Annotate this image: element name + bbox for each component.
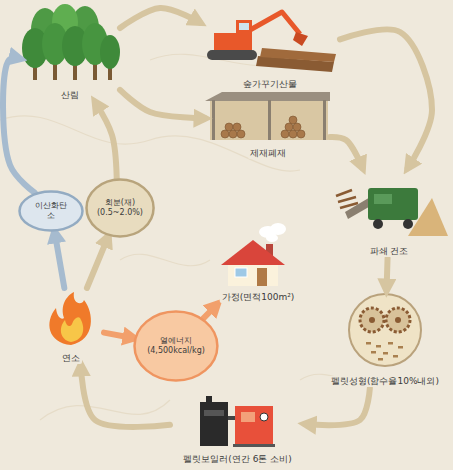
co2-circle: 이산화탄소: [18, 190, 84, 232]
boiler-node: 펠릿보일러(연간 6톤 소비): [170, 392, 305, 466]
thinning-node: 숲가꾸기산물: [200, 5, 340, 91]
combustion-node: 연소: [38, 288, 104, 365]
flow-arrow: [55, 232, 65, 288]
flow-arrow: [203, 304, 217, 318]
text-holder: 펠릿성형(함수율10%내외): [329, 376, 441, 387]
sawmill-node: 제재폐재: [205, 91, 330, 160]
house-node: 가정(면적100m²): [212, 222, 304, 304]
pellet-press-illustration: [349, 294, 421, 366]
excavator-illustration: [207, 12, 336, 72]
background-swirls: [0, 54, 400, 420]
text-holder: 제재폐재: [248, 148, 288, 159]
circle-label: 열에너지 (4,500kcal/kg): [147, 336, 205, 355]
flow-arrow: [120, 8, 200, 28]
flow-arrow: [3, 58, 35, 193]
ash-circle: 회분(재) (0.5~2.0%): [85, 178, 155, 238]
node-label: 연소: [60, 353, 82, 364]
text-holder: 파쇄 건조: [368, 246, 411, 257]
text-holder: 산림: [59, 90, 81, 101]
text-holder: 열에너지 (4,500kcal/kg): [147, 336, 205, 355]
text-holder: 연소: [60, 353, 82, 364]
pellet-press-node: 펠릿성형(함수율10%내외): [320, 290, 450, 388]
flow-arrow: [120, 90, 205, 118]
node-label: 펠릿성형(함수율10%내외): [329, 376, 441, 387]
flow-arrow: [305, 388, 370, 425]
heat-circle: 열에너지 (4,500kcal/kg): [133, 310, 219, 382]
sawmill-illustration: [205, 92, 330, 140]
text-holder: 펠릿보일러(연간 6톤 소비): [181, 454, 293, 465]
flow-arrow: [87, 236, 108, 288]
text-holder: 가정(면적100m²): [220, 292, 297, 303]
node-label: 펠릿보일러(연간 6톤 소비): [181, 454, 293, 465]
node-label: 산림: [59, 90, 81, 101]
flow-arrow: [95, 102, 117, 178]
fire-illustration: [49, 292, 91, 345]
circle-label: 회분(재) (0.5~2.0%): [97, 198, 143, 217]
flow-arrow: [104, 333, 134, 339]
text-holder: 숲가꾸기산물: [241, 79, 299, 90]
forest-illustration: [22, 4, 120, 80]
crusher-node: 파쇄 건조: [330, 168, 448, 258]
flow-arrow: [387, 258, 388, 290]
circle-label: 이산화탄소: [35, 201, 68, 220]
boiler-illustration: [200, 396, 275, 447]
flow-arrow: [330, 137, 362, 168]
text-holder: 이산화탄소: [35, 201, 68, 220]
node-label: 숲가꾸기산물: [241, 79, 299, 90]
node-label: 제재폐재: [248, 148, 288, 159]
house-illustration: [221, 223, 286, 286]
node-label: 파쇄 건조: [368, 246, 411, 257]
node-label: 가정(면적100m²): [220, 292, 297, 303]
crusher-illustration: [336, 188, 448, 236]
forest-node: 산림: [20, 4, 120, 102]
text-holder: 회분(재) (0.5~2.0%): [97, 198, 143, 217]
